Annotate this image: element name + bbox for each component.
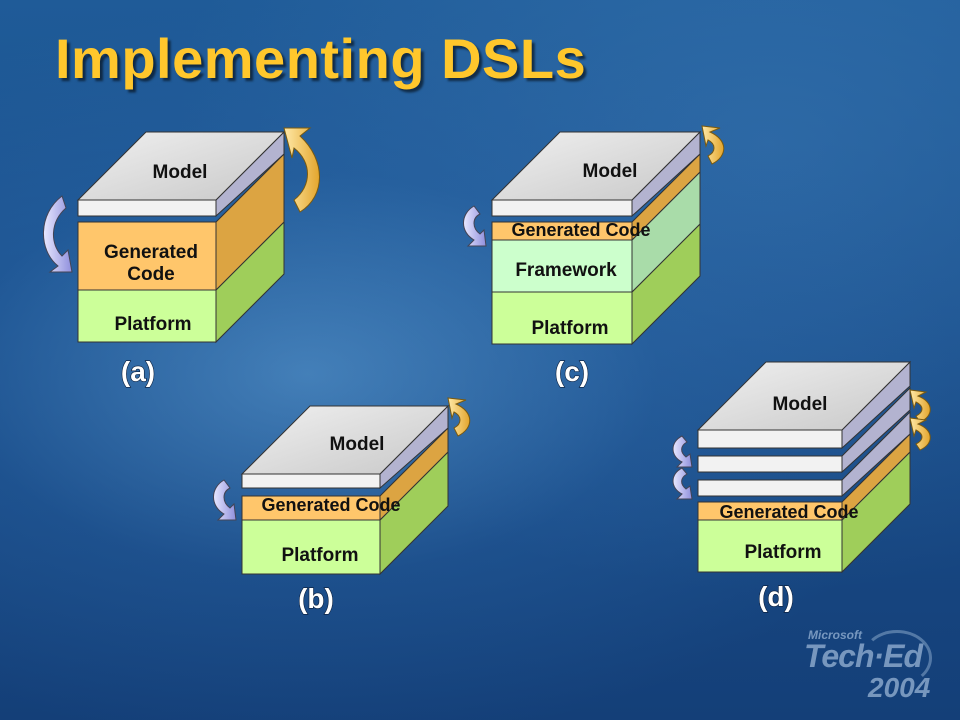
model-layer: [77, 199, 217, 217]
regenerate-arrow-icon: [701, 125, 725, 165]
generate-arrow-icon: [213, 479, 237, 521]
regenerate-arrow-icon: [283, 127, 320, 213]
logo-ring-icon: [862, 630, 932, 686]
panel-b: Model Generated Code Platform (b): [213, 397, 471, 615]
regenerate-arrow-icon: [447, 397, 471, 437]
platform-layer: [77, 289, 217, 343]
generated-label-line2: Code: [127, 264, 175, 285]
generated-label: Generated Code: [511, 220, 650, 240]
panel-b-caption: (b): [298, 583, 334, 614]
platform-label: Platform: [281, 545, 358, 566]
model-label: Model: [583, 161, 638, 182]
platform-label: Platform: [531, 318, 608, 339]
panel-a-caption: (a): [121, 356, 155, 387]
panel-c-caption: (c): [555, 356, 589, 387]
model-layer: [697, 479, 843, 497]
slide-title: Implementing DSLs: [55, 27, 587, 90]
logo-year: 2004: [868, 672, 931, 703]
generate-arrow-icon: [672, 467, 693, 500]
regenerate-arrow-icon: [909, 389, 931, 423]
model-layer: [697, 429, 843, 449]
model-top: [76, 131, 286, 201]
panel-d-caption: (d): [758, 581, 794, 612]
platform-layer: [241, 519, 381, 575]
platform-label: Platform: [114, 314, 191, 335]
panel-a: Model Generated Code Platform (a): [43, 127, 320, 388]
logo-tech-ed: Tech·Ed: [804, 638, 923, 674]
generated-code-layer: [491, 221, 633, 241]
tech-ed-logo: Microsoft Tech·Ed 2004: [804, 628, 938, 708]
generated-label: Generated Code: [719, 502, 858, 522]
model-top: [490, 131, 702, 201]
regenerate-arrow-icon: [909, 417, 931, 451]
panel-c: Model Generated Code Framework Platform …: [463, 125, 725, 388]
generated-code-layer: [77, 221, 217, 291]
generated-code-layer: [241, 495, 381, 521]
model-label: Model: [773, 394, 828, 415]
logo-microsoft: Microsoft: [808, 628, 862, 642]
generate-arrow-icon: [463, 205, 487, 247]
framework-label: Framework: [515, 260, 617, 281]
panel-d: Model Generated Code Platform (d): [672, 360, 931, 613]
model-layer: [491, 199, 633, 217]
platform-layer: [491, 291, 633, 345]
model-label: Model: [153, 162, 208, 183]
generate-arrow-icon: [43, 195, 73, 273]
generated-code-layer: [697, 501, 843, 521]
generate-arrow-icon: [672, 435, 693, 468]
generated-label: Generated Code: [261, 495, 400, 515]
model-top: [696, 361, 912, 431]
generated-label-line1: Generated: [104, 242, 198, 263]
model-layer: [697, 455, 843, 473]
platform-label: Platform: [744, 542, 821, 563]
model-label: Model: [330, 434, 385, 455]
platform-layer: [697, 519, 843, 573]
model-top: [240, 405, 450, 475]
model-layer: [241, 473, 381, 489]
